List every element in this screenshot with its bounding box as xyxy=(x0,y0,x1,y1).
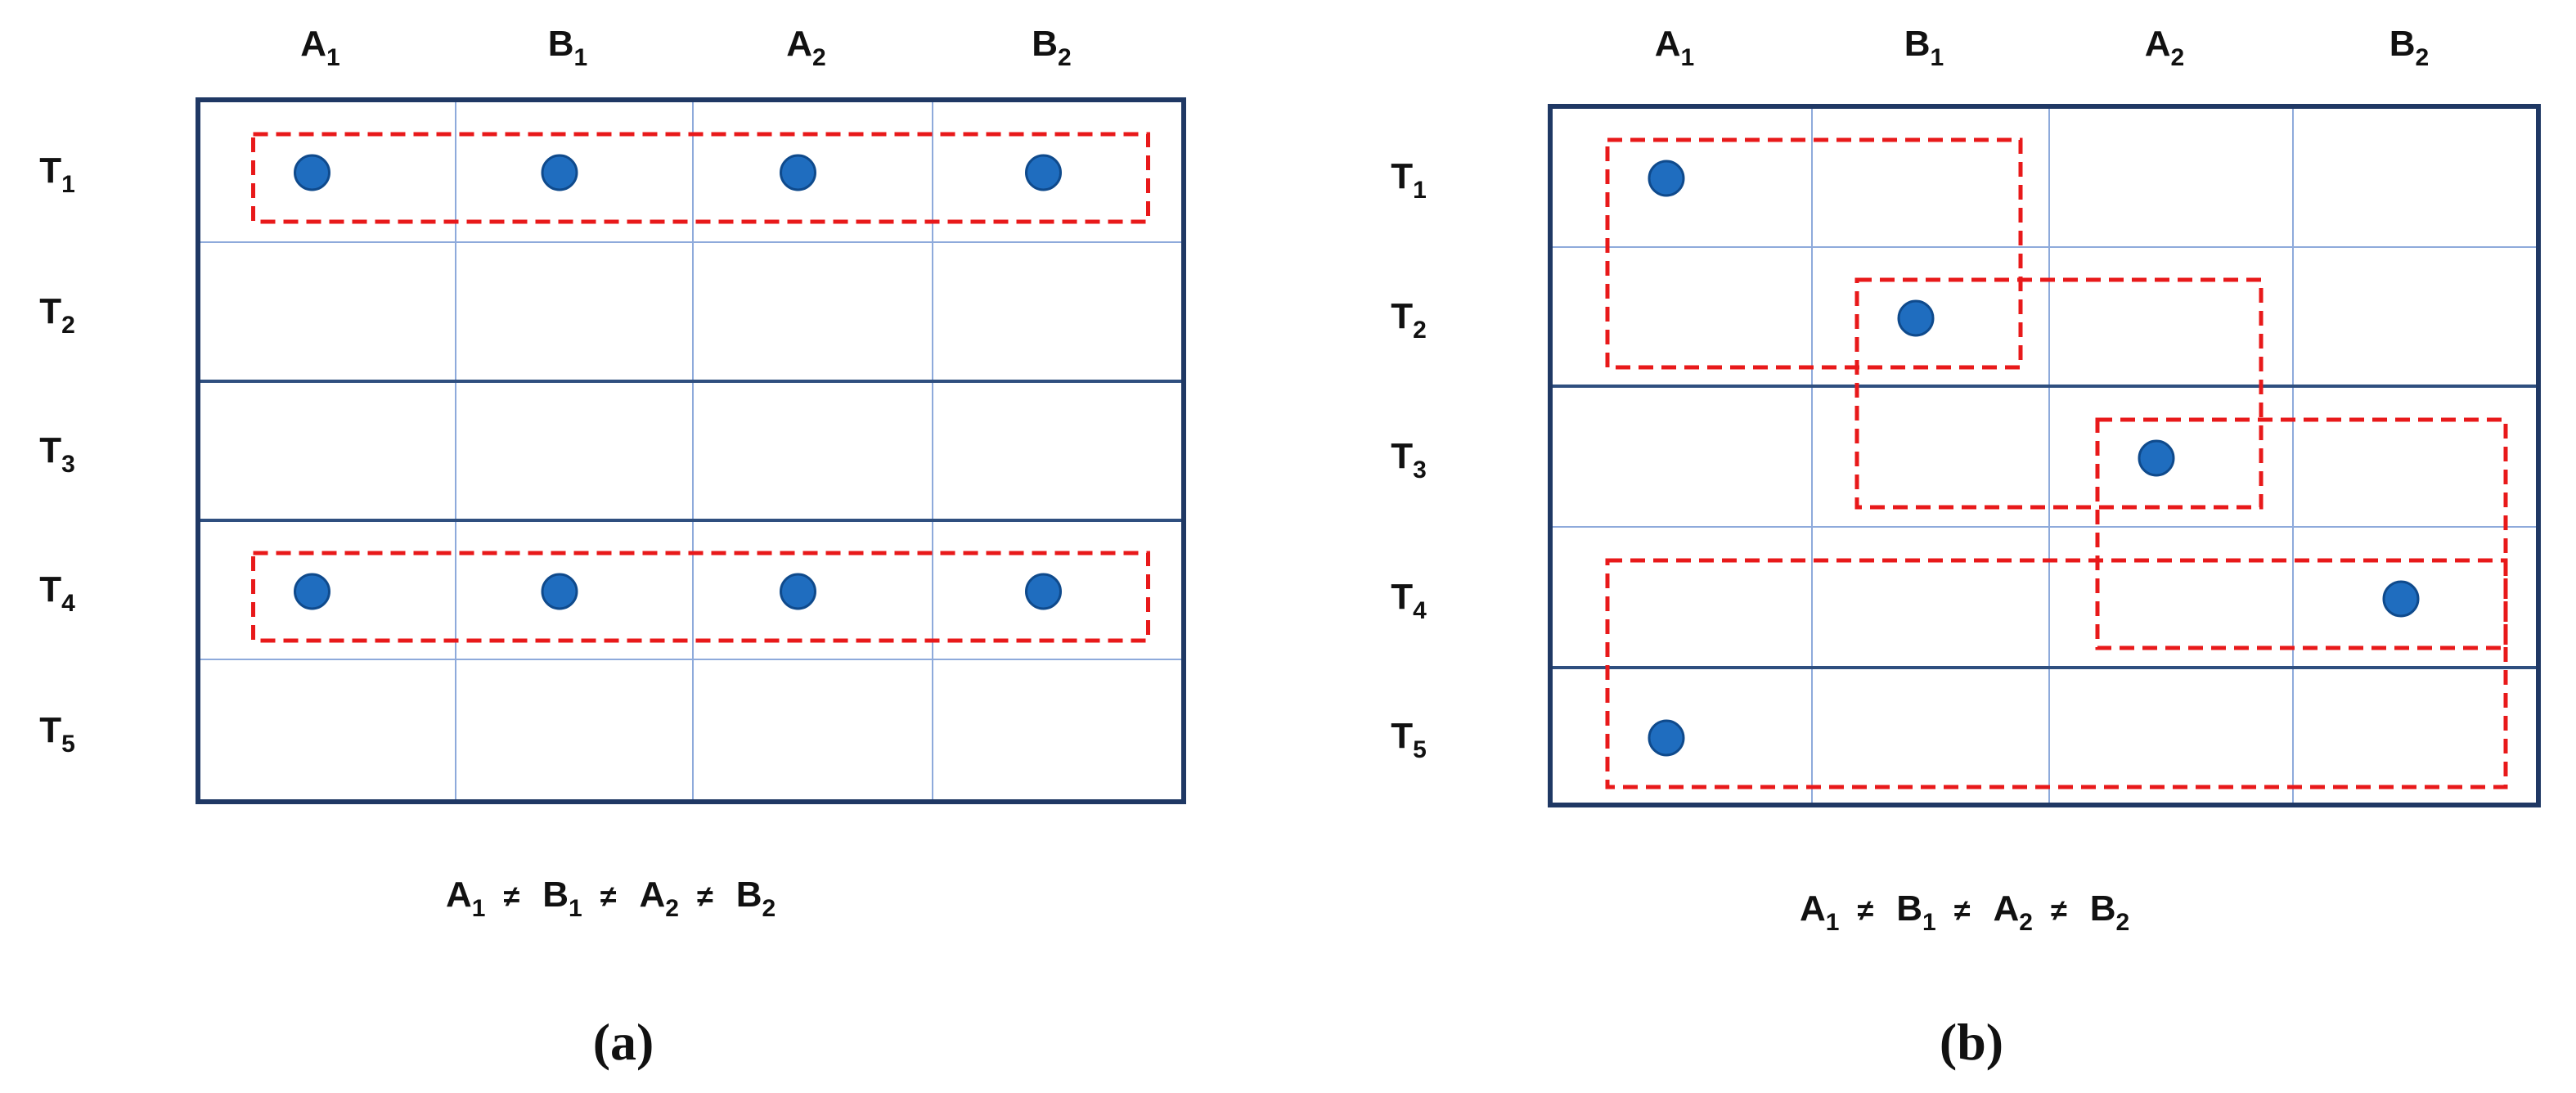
group-box xyxy=(251,551,1150,643)
row-header: T1 xyxy=(1391,156,1427,204)
data-dot xyxy=(780,573,816,610)
data-dot xyxy=(780,154,816,191)
group-box xyxy=(1605,558,2508,789)
row-header: T1 xyxy=(39,151,75,198)
table-frame xyxy=(1548,104,2541,807)
data-dot xyxy=(294,154,330,191)
column-header: B2 xyxy=(2389,24,2429,71)
column-header: B1 xyxy=(548,24,587,71)
group-box xyxy=(2095,417,2508,650)
column-header: B1 xyxy=(1904,24,1944,71)
column-header: A1 xyxy=(300,24,339,71)
row-header: T3 xyxy=(39,430,75,478)
group-box xyxy=(1605,137,2023,370)
column-header: A1 xyxy=(1655,24,1694,71)
row-header: T2 xyxy=(39,291,75,339)
row-header: T4 xyxy=(39,569,75,617)
row-header: T2 xyxy=(1391,296,1427,344)
panel-caption: (b) xyxy=(1940,1013,2003,1071)
data-dot xyxy=(1897,299,1935,337)
group-box xyxy=(251,132,1150,224)
inequality-formula: A1≠B1≠A2≠B2 xyxy=(1800,888,2129,936)
data-dot xyxy=(2138,439,2175,477)
inequality-formula: A1≠B1≠A2≠B2 xyxy=(446,875,775,922)
column-header: B2 xyxy=(1032,24,1071,71)
table-frame xyxy=(196,97,1186,804)
data-dot xyxy=(2382,580,2420,618)
data-dot xyxy=(1025,573,1062,610)
row-header: T5 xyxy=(39,710,75,758)
column-header: A2 xyxy=(786,24,825,71)
row-header: T5 xyxy=(1391,716,1427,763)
row-header: T4 xyxy=(1391,577,1427,624)
data-dot xyxy=(1648,719,1685,757)
data-dot xyxy=(1025,154,1062,191)
group-box xyxy=(1854,277,2264,510)
row-header: T3 xyxy=(1391,436,1427,484)
data-dot xyxy=(294,573,330,610)
data-dot xyxy=(541,573,578,610)
column-header: A2 xyxy=(2145,24,2184,71)
data-dot xyxy=(1648,160,1685,197)
panel-caption: (a) xyxy=(593,1013,654,1071)
data-dot xyxy=(541,154,578,191)
